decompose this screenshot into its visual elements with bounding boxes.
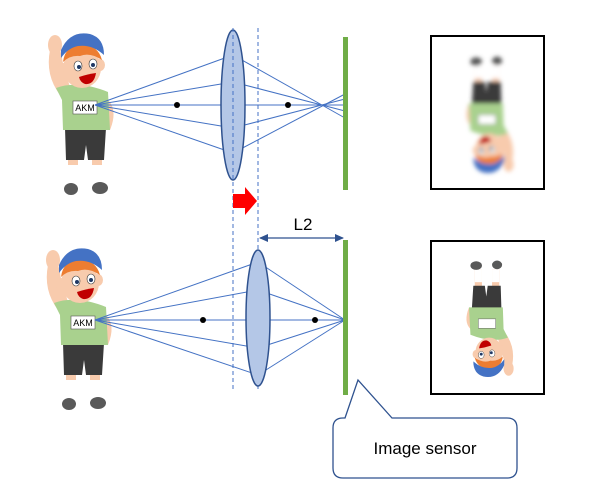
distance-dimension: L2: [259, 215, 344, 242]
right-arrow-icon: [233, 187, 257, 215]
person-icon: [45, 247, 113, 411]
image-sensor: [343, 37, 348, 190]
badge-label: AKM: [73, 318, 93, 328]
image-sensor-callout: Image sensor: [332, 378, 518, 479]
blurred-image-frame: [430, 35, 545, 190]
focal-point: [200, 317, 206, 323]
badge-label: AKM: [75, 103, 95, 113]
callout-label: Image sensor: [374, 439, 477, 458]
focal-point: [312, 317, 318, 323]
lens: [245, 249, 271, 387]
focal-point: [285, 102, 291, 108]
light-rays: [94, 261, 346, 376]
sharp-image-frame: [430, 240, 545, 395]
bottom-scene: AKM: [45, 240, 348, 411]
image-sensor: [343, 240, 348, 395]
focal-point: [174, 102, 180, 108]
top-scene: AKM: [47, 29, 348, 196]
distance-label: L2: [294, 215, 313, 234]
person-icon: [47, 32, 115, 196]
light-rays: [94, 54, 346, 154]
